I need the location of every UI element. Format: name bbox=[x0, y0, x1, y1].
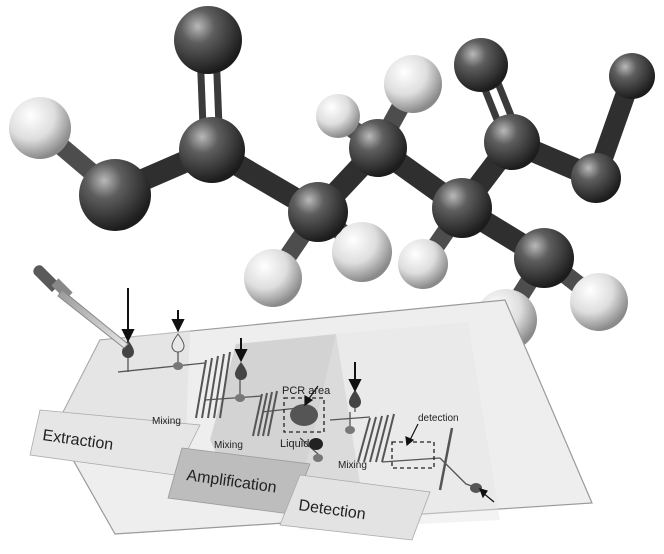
mixer-3 bbox=[357, 413, 395, 463]
pcr-chamber bbox=[290, 404, 318, 426]
pcr-area-label: PCR area bbox=[282, 385, 331, 397]
detection-line bbox=[438, 427, 454, 491]
reservoir bbox=[345, 426, 355, 434]
heavy-atom bbox=[179, 117, 245, 183]
heavy-atom bbox=[349, 119, 407, 177]
hydrogen-atom bbox=[316, 94, 360, 138]
arrow-down-icon bbox=[234, 338, 248, 363]
zone-detection bbox=[300, 322, 500, 530]
microfluidic-chip: Mixing Mixing Mixing PCR area Liquid det… bbox=[29, 265, 593, 541]
pointer-line bbox=[307, 385, 319, 401]
mixer-line bbox=[262, 391, 273, 437]
mixer-line bbox=[201, 357, 213, 419]
pointer-head bbox=[304, 394, 314, 407]
arrow-down-icon bbox=[121, 288, 135, 343]
mixing-label-3: Mixing bbox=[338, 460, 367, 471]
pipette-icon bbox=[33, 265, 129, 349]
heavy-atom bbox=[432, 178, 492, 238]
mixer-line bbox=[267, 390, 278, 437]
heavy-atom bbox=[288, 182, 348, 242]
hydrogen-atom bbox=[570, 273, 628, 331]
pipette-tube bbox=[57, 289, 129, 349]
mixing-label-1: Mixing bbox=[152, 416, 181, 427]
channel bbox=[117, 362, 206, 373]
hydrogen-atom bbox=[398, 239, 448, 289]
pointer-head bbox=[479, 488, 488, 499]
liquid-drop bbox=[309, 438, 323, 450]
detection-small-label: detection bbox=[418, 413, 459, 424]
zone-band-detection bbox=[279, 474, 431, 541]
mixer-line bbox=[375, 414, 389, 463]
heavy-atom bbox=[514, 228, 574, 288]
mixer-line bbox=[357, 417, 371, 463]
mixer-1 bbox=[195, 351, 231, 419]
droplet-icon bbox=[349, 390, 361, 408]
pointer-arrows bbox=[304, 385, 495, 503]
molecule-model bbox=[9, 6, 655, 351]
mixer-line bbox=[213, 353, 225, 419]
mixer-line bbox=[381, 413, 395, 463]
detection-line-bar bbox=[438, 427, 454, 491]
heavy-atom bbox=[571, 153, 621, 203]
mixer-line bbox=[219, 351, 231, 419]
mixer-line bbox=[257, 392, 268, 437]
hydrogen-atom bbox=[332, 222, 392, 282]
hydrogen-atom bbox=[244, 249, 302, 307]
droplet-icon bbox=[171, 333, 185, 353]
hydrogen-atom bbox=[9, 97, 71, 159]
pcr-area-box bbox=[283, 397, 325, 433]
reservoir bbox=[235, 394, 245, 402]
heavy-atom bbox=[79, 159, 151, 231]
arrows bbox=[121, 288, 362, 393]
mixer-line bbox=[207, 355, 219, 419]
hydrogen-atom bbox=[384, 55, 442, 113]
droplet-icon bbox=[235, 362, 247, 380]
heavy-atom bbox=[484, 114, 540, 170]
heavy-atom bbox=[609, 53, 655, 99]
arrow-down-icon bbox=[348, 362, 362, 393]
mixer-line bbox=[195, 359, 207, 419]
mixer-line bbox=[369, 415, 383, 463]
channel bbox=[381, 457, 441, 463]
pointer-head bbox=[405, 436, 415, 447]
detection-box bbox=[391, 441, 435, 469]
channel bbox=[204, 395, 263, 401]
mixer-line bbox=[252, 393, 263, 437]
reservoirs bbox=[122, 333, 482, 493]
reservoir bbox=[173, 362, 183, 370]
arrow-down-icon bbox=[171, 310, 185, 333]
reservoir bbox=[470, 483, 482, 493]
mixer-line bbox=[363, 416, 377, 463]
heavy-atom bbox=[174, 6, 242, 74]
reservoir bbox=[313, 454, 323, 462]
pointer-line bbox=[409, 423, 419, 441]
heavy-atoms bbox=[79, 6, 655, 288]
mixer-2 bbox=[252, 390, 278, 437]
liquid-label: Liquid bbox=[280, 438, 309, 450]
heavy-atom bbox=[454, 38, 508, 92]
mixing-label-2: Mixing bbox=[214, 440, 243, 451]
